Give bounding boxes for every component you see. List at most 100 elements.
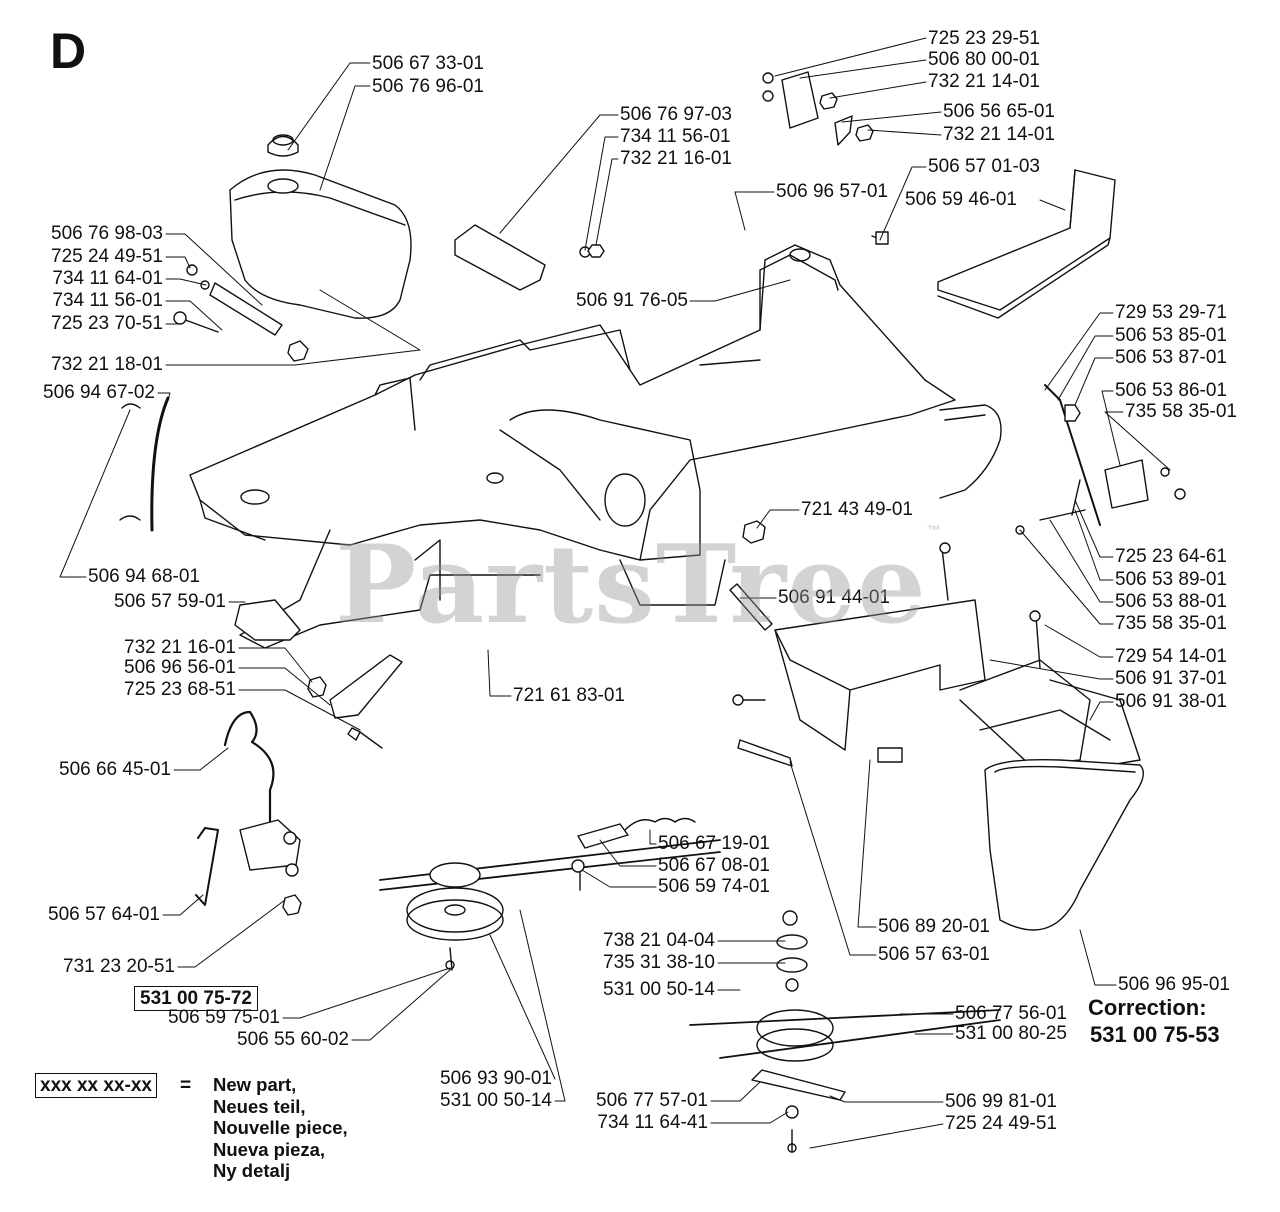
leader-line — [165, 233, 263, 306]
leader-line — [165, 289, 421, 366]
leader-line — [989, 659, 1114, 680]
part-number-callout: 506 99 81-01 — [945, 1091, 1057, 1112]
leader-line — [489, 934, 556, 1080]
part-number-callout: 531 00 80-25 — [955, 1023, 1067, 1044]
legend-text: New part, Neues teil, Nouvelle piece, Nu… — [213, 1074, 348, 1182]
part-number-callout: 732 21 16-01 — [620, 148, 732, 169]
leader-line — [1039, 199, 1066, 211]
leader-line — [499, 114, 619, 234]
leader-line — [829, 81, 927, 99]
part-number-callout: 506 53 86-01 — [1115, 380, 1227, 401]
leader-line — [584, 136, 619, 251]
leader-line — [165, 278, 207, 286]
lower-bracket — [330, 655, 402, 718]
legend-line: New part, — [213, 1074, 297, 1095]
part-number-callout: 506 66 45-01 — [59, 759, 171, 780]
part-number-callout: 735 58 35-01 — [1125, 401, 1237, 422]
new-part-label: 531 00 75-72 — [134, 986, 258, 1011]
leader-line — [1079, 929, 1117, 986]
leader-line — [1057, 335, 1114, 401]
leader-line — [351, 969, 451, 1041]
part-number-callout: 506 55 60-02 — [237, 1029, 349, 1050]
leader-line — [1074, 509, 1114, 581]
leader-line — [1104, 411, 1171, 471]
leader-line — [238, 647, 313, 683]
tank-strap — [174, 265, 308, 361]
part-number-callout: 725 23 29-51 — [928, 28, 1040, 49]
leader-line — [238, 667, 331, 706]
part-number-callout: 732 21 14-01 — [928, 71, 1040, 92]
part-number-callout: 506 59 75-01 — [168, 1007, 280, 1028]
leader-line — [1019, 529, 1114, 625]
part-number-callout: 731 23 20-51 — [63, 956, 175, 977]
legend-line: Nueva pieza, — [213, 1138, 326, 1160]
leader-line — [1074, 357, 1114, 406]
leader-line — [177, 899, 286, 968]
legend-line: Neues teil, — [213, 1095, 306, 1117]
leader-line — [1074, 499, 1114, 558]
part-number-callout: 725 23 70-51 — [51, 313, 163, 334]
leader-line — [59, 409, 131, 578]
leader-line — [809, 1123, 944, 1149]
part-number-callout: 721 61 83-01 — [513, 685, 625, 706]
part-number-callout: 506 57 59-01 — [114, 591, 226, 612]
leader-line — [519, 909, 566, 1102]
fuel-hose — [152, 398, 168, 530]
leader-line — [734, 191, 775, 231]
correction-title: Correction: — [1088, 995, 1207, 1020]
part-number-callout: 506 59 46-01 — [905, 189, 1017, 210]
leader-line — [799, 59, 927, 79]
part-number-callout: 729 53 29-71 — [1115, 302, 1227, 323]
part-number-callout: 506 80 00-01 — [928, 49, 1040, 70]
leader-line — [756, 509, 800, 529]
leader-line — [1049, 519, 1114, 603]
sheet-letter: D — [50, 23, 87, 79]
watermark: PartsTree™ — [335, 522, 942, 648]
leader-line — [595, 158, 619, 246]
leader-line — [165, 256, 191, 269]
part-number-callout: 506 57 64-01 — [48, 904, 160, 925]
part-number-callout: 725 24 49-51 — [945, 1113, 1057, 1134]
leader-line — [710, 1081, 761, 1102]
part-number-callout: 506 91 76-05 — [576, 290, 688, 311]
part-number-callout: 506 53 88-01 — [1115, 591, 1227, 612]
part-number-callout: 735 58 35-01 — [1115, 613, 1227, 634]
part-number-callout: 732 21 16-01 — [124, 637, 236, 658]
part-number-callout: 506 67 08-01 — [658, 855, 770, 876]
part-number-callout: 506 67 33-01 — [372, 53, 484, 74]
part-number-callout: 732 21 18-01 — [51, 354, 163, 375]
part-number-callout: 734 11 56-01 — [620, 126, 731, 147]
part-number-callout: 506 96 56-01 — [124, 657, 236, 678]
control-rods — [1016, 385, 1185, 534]
belt-cover — [775, 600, 1140, 770]
part-number-callout: 506 89 20-01 — [878, 916, 990, 937]
legend-equals: = — [180, 1075, 192, 1096]
leader-line — [829, 1095, 944, 1103]
legend-code: xxx xx xx-xx — [35, 1073, 157, 1098]
part-number-callout: 506 57 01-03 — [928, 156, 1040, 177]
spindle-pulley — [690, 911, 1000, 1152]
leader-lines — [59, 37, 1171, 1149]
watermark-text: PartsTree — [335, 522, 927, 648]
leader-line — [867, 129, 942, 136]
hook-rod — [225, 712, 273, 835]
leader-line — [649, 829, 657, 845]
switch-bracket — [763, 72, 873, 145]
leader-line — [238, 689, 361, 731]
part-number-callout: 506 53 89-01 — [1115, 569, 1227, 590]
leader-line — [162, 894, 204, 916]
leader-line — [879, 166, 927, 241]
legend-line: Ny detalj — [213, 1160, 291, 1181]
leader-line — [487, 649, 512, 697]
leader-line — [710, 1111, 789, 1124]
part-number-callout: 729 54 14-01 — [1115, 646, 1227, 667]
watermark-tm: ™ — [926, 522, 942, 538]
fuel-tank — [230, 135, 411, 318]
leader-line — [157, 392, 171, 401]
legend-line: Nouvelle piece, — [213, 1117, 348, 1138]
leader-line — [581, 869, 657, 888]
leader-line — [287, 62, 371, 151]
